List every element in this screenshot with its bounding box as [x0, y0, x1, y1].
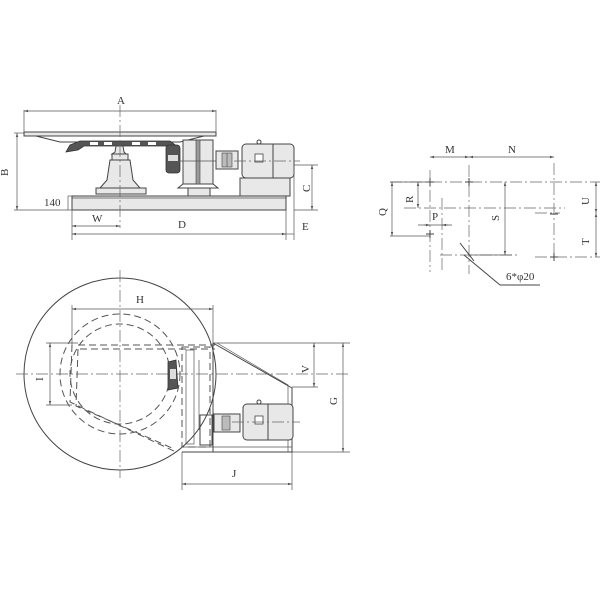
- dimension-V: V: [213, 342, 350, 388]
- dimension-M: M: [430, 144, 469, 159]
- label-G: G: [328, 397, 340, 405]
- base-frame: [71, 195, 287, 211]
- chute-outline: [69, 344, 215, 453]
- label-D: D: [178, 219, 186, 231]
- dimension-base-height: 140: [44, 195, 72, 210]
- dimension-E: E: [286, 165, 309, 240]
- dimension-J: J: [181, 452, 293, 490]
- motor-plan: [232, 399, 300, 441]
- dimension-D: D: [72, 210, 287, 240]
- bolt-pattern-view: M N Q R P S: [377, 144, 600, 286]
- bolt-hole-markers: [426, 178, 558, 261]
- label-A: A: [117, 95, 125, 107]
- dimension-I: I: [34, 342, 78, 406]
- label-H: H: [136, 294, 144, 306]
- dimension-G: G: [292, 343, 350, 453]
- dimension-W: W: [71, 210, 120, 240]
- label-Q: Q: [377, 208, 389, 216]
- dimension-Q: Q: [377, 181, 430, 237]
- label-N: N: [508, 144, 516, 156]
- label-140: 140: [44, 197, 61, 209]
- dimension-P: P: [418, 211, 452, 227]
- label-J: J: [232, 468, 237, 480]
- label-S: S: [490, 215, 502, 221]
- label-C: C: [301, 185, 313, 192]
- dimension-N: N: [469, 144, 554, 159]
- side-view: A B 140 W D E: [0, 95, 318, 240]
- dimension-S: S: [469, 182, 512, 256]
- pinion-gear: [165, 144, 181, 174]
- plan-view: H I V G J: [16, 270, 350, 490]
- label-V: V: [300, 365, 312, 373]
- pedestal: [95, 145, 147, 195]
- hole-callout-leader: 6*φ20: [459, 242, 540, 286]
- coupling: [215, 150, 239, 170]
- motor-side: [234, 139, 300, 197]
- label-W: W: [92, 213, 103, 225]
- coupling-plan: [213, 413, 241, 433]
- dimension-R: R: [404, 182, 420, 208]
- label-I: I: [34, 377, 46, 381]
- label-P: P: [432, 211, 438, 223]
- dimension-A: A: [23, 95, 217, 132]
- label-B: B: [0, 169, 11, 176]
- hole-callout: 6*φ20: [506, 271, 535, 283]
- dimension-U: U: [580, 182, 598, 213]
- dimension-T: T: [580, 213, 598, 257]
- label-E: E: [302, 221, 309, 233]
- label-T: T: [580, 238, 592, 245]
- dimension-B: B: [0, 132, 72, 211]
- gearbox: [176, 139, 220, 197]
- label-R: R: [404, 195, 416, 203]
- label-M: M: [445, 144, 455, 156]
- label-U: U: [580, 197, 592, 205]
- gearbox-plan: [181, 346, 213, 448]
- dimension-C: C: [294, 164, 318, 211]
- dimension-H: H: [71, 294, 214, 345]
- pinion-plan: [167, 359, 179, 391]
